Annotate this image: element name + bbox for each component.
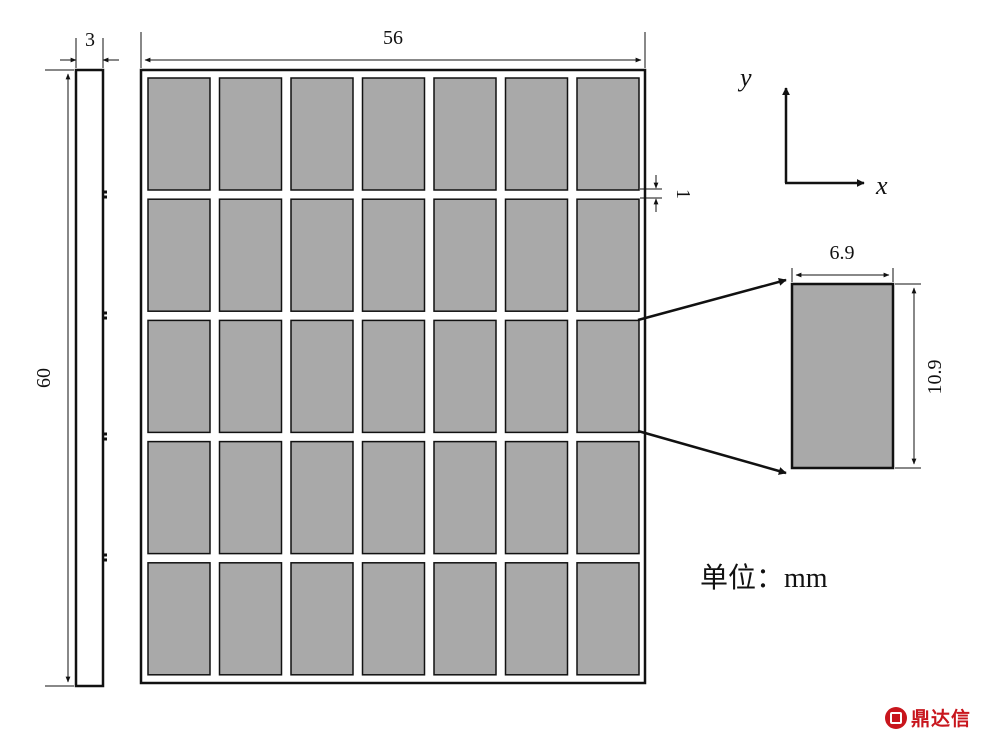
grid-cell <box>218 562 283 676</box>
grid-cell <box>504 319 569 434</box>
grid-cell <box>361 77 426 191</box>
side-view: 3 60 <box>33 29 119 688</box>
axis-y-label: y <box>737 63 752 92</box>
grid-cell <box>290 77 354 191</box>
grid-cell <box>433 77 497 191</box>
grid-cell <box>576 198 640 312</box>
logo-seal-icon <box>884 706 907 729</box>
grid-cell <box>504 440 569 555</box>
thickness-dimension <box>60 38 119 68</box>
thickness-label: 3 <box>85 29 95 51</box>
detail-width-label: 6.9 <box>830 242 855 264</box>
side-view-notches <box>103 190 107 562</box>
detail-width-dimension <box>791 268 894 282</box>
grid-cell <box>218 198 283 312</box>
grid-cell <box>147 440 211 555</box>
grid-cell <box>576 440 640 555</box>
axes: y x <box>737 63 888 200</box>
width-dimension <box>140 32 646 68</box>
detail-cell <box>790 282 895 470</box>
width-label: 56 <box>383 27 403 49</box>
grid-cell <box>361 562 426 676</box>
detail-height-dimension <box>895 283 921 469</box>
grid-cell <box>218 77 283 191</box>
grid-cell <box>147 562 211 676</box>
height-dimension <box>45 69 74 687</box>
callout-arrow-top <box>637 278 787 322</box>
grid-cell <box>504 562 569 676</box>
height-label: 60 <box>33 368 55 388</box>
front-view: 56 1 <box>139 27 694 685</box>
grid-cell <box>218 319 283 434</box>
callout-arrow-bottom <box>637 429 787 475</box>
grid-cell <box>361 440 426 555</box>
grid-cell <box>147 77 211 191</box>
grid-cell <box>433 319 497 434</box>
brand-logo: 鼎达信 <box>884 704 971 731</box>
side-view-body <box>74 68 105 688</box>
grid-cell <box>504 77 569 191</box>
grid-cell <box>433 198 497 312</box>
grid-cell <box>290 440 354 555</box>
grid-cell <box>218 440 283 555</box>
gap-label: 1 <box>672 189 694 199</box>
detail-view: 6.9 10.9 <box>637 242 946 475</box>
grid-cell <box>290 319 354 434</box>
grid-cell <box>147 198 211 312</box>
grid-cell <box>433 562 497 676</box>
gap-dimension <box>640 175 662 212</box>
grid-cell <box>361 319 426 434</box>
grid-cell <box>576 319 640 434</box>
grid-cell <box>147 319 211 434</box>
grid-cell <box>504 198 569 312</box>
axis-x-label: x <box>875 171 888 200</box>
cell-grid <box>147 77 640 676</box>
grid-cell <box>576 77 640 191</box>
logo-text: 鼎达信 <box>910 708 971 730</box>
grid-cell <box>433 440 497 555</box>
grid-cell <box>576 562 640 676</box>
grid-cell <box>290 198 354 312</box>
grid-cell <box>361 198 426 312</box>
unit-label: 单位：mm <box>700 562 828 594</box>
grid-cell <box>290 562 354 676</box>
detail-height-label: 10.9 <box>924 360 946 395</box>
